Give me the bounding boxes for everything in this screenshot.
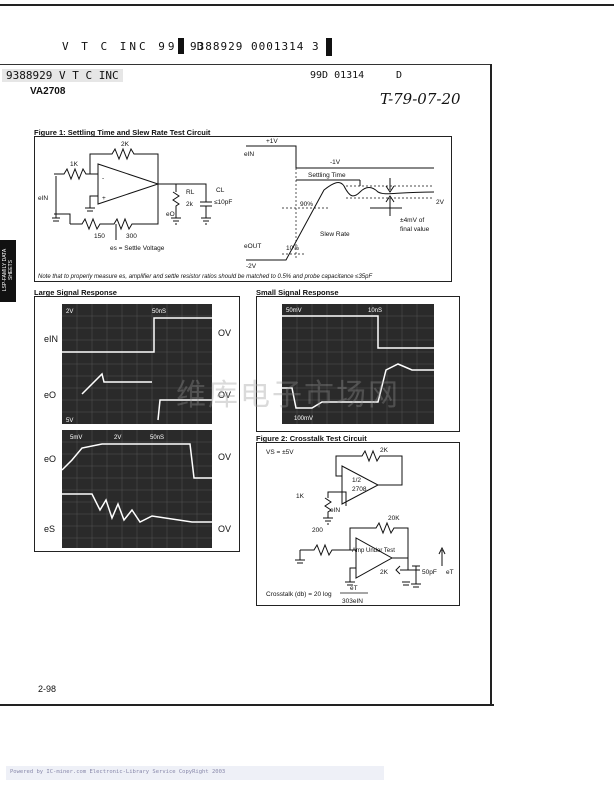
scope2-t2: 2V <box>114 435 121 441</box>
fig2-r20k: 20K <box>388 515 400 522</box>
figure1-diagram: 2K 1K eIN - + RL 2k CL ≤10pF eO 150 300 … <box>38 138 445 280</box>
fig1-r-in: 1K <box>70 161 79 168</box>
svg-text:+: + <box>102 195 106 202</box>
figure1-frame <box>34 136 452 282</box>
scope1-tr: 50nS <box>152 309 166 315</box>
fig2-half: 1/2 <box>352 477 361 484</box>
scope-large-2: 5mV 2V 50nS <box>62 430 212 548</box>
fig1-pct10: 10% <box>286 245 299 252</box>
large-e-in: eIN <box>44 334 59 344</box>
fig1-slew: Slew Rate <box>320 231 350 238</box>
fig2-formula-left: Crosstalk (db) = 20 log <box>266 591 332 598</box>
fig1-e-out: eOUT <box>244 243 261 250</box>
scope2-t3: 50nS <box>150 435 164 441</box>
fig1-note: Note that to properly measure es, amplif… <box>38 274 372 280</box>
fig2-part: 2708 <box>352 486 367 493</box>
fig2-et: eT <box>446 569 454 576</box>
right-border <box>490 64 492 704</box>
header-band <box>0 64 490 65</box>
figure2-frame <box>256 442 460 606</box>
fig1-e-s: es = Settle Voltage <box>110 245 165 252</box>
scope-small: 50mV 10nS 100mV <box>282 304 434 424</box>
watermark: 维库电子市场网 <box>176 379 400 412</box>
header-black-mark <box>178 38 184 54</box>
fig2-formula-num: eT <box>350 585 358 592</box>
large-signal-frame <box>34 296 240 552</box>
figure1-title: Figure 1: Settling Time and Slew Rate Te… <box>34 128 211 137</box>
fig1-e-in-wave: eIN <box>244 151 254 158</box>
footer-rule <box>0 704 494 706</box>
fig2-r2k: 2K <box>380 447 389 454</box>
figure2-title: Figure 2: Crosstalk Test Circuit <box>256 434 367 443</box>
small-t1: 50mV <box>286 308 302 314</box>
large-ov-1: OV <box>218 328 232 338</box>
part-number: VA2708 <box>30 86 66 97</box>
header-second-mid: 99D 01314 <box>310 70 365 81</box>
footer-banner <box>6 766 384 780</box>
fig2-vs: VS = ±5V <box>266 449 294 456</box>
fig1-r150: 150 <box>94 233 105 240</box>
small-signal-frame <box>256 296 460 432</box>
large-e-s: eS <box>44 524 56 534</box>
header-top-code: 9388929 0001314 3 <box>190 40 320 53</box>
small-signal-title: Small Signal Response <box>256 288 339 297</box>
fig1-c-l: CL <box>216 187 225 194</box>
large-ov-3: OV <box>218 452 232 462</box>
figure2-diagram: VS = ±5V 2K 1/2 2708 1K eIN 200 20K Amp … <box>266 447 454 605</box>
fig1-settling: Settling Time <box>308 172 346 179</box>
fig1-minus1v: -1V <box>330 159 341 166</box>
small-b1: 100mV <box>294 416 313 422</box>
svg-text:-: - <box>102 175 104 182</box>
scope-large-1: 2V 50nS 5V <box>62 304 212 424</box>
scope1-bl: 5V <box>66 418 73 424</box>
scope2-t1: 5mV <box>70 435 82 441</box>
side-tab-label: LSP-FAMILY DATA SHEETS <box>2 248 14 292</box>
fig2-r1k: 1K <box>296 493 305 500</box>
fig2-ein: eIN <box>330 507 340 514</box>
footer-copyright: Powered by IC-miner.com Electronic-Libra… <box>10 769 226 775</box>
fig1-r-feedback: 2K <box>121 141 130 148</box>
fig1-pct90: 90% <box>300 201 313 208</box>
large-e-o-2: eO <box>44 454 57 464</box>
page-number: 2-98 <box>38 684 57 694</box>
header-second-right: D <box>396 70 403 81</box>
fig1-r300: 300 <box>126 233 137 240</box>
large-ov-2: OV <box>218 390 232 400</box>
fig1-plus1v: +1V <box>266 138 278 145</box>
fig2-amp: Amp Under Test <box>352 548 395 554</box>
top-rule <box>0 4 614 6</box>
side-tab <box>0 240 16 302</box>
fig2-formula-den: 303eIN <box>342 598 363 605</box>
header-top-line: V T C INC 99D D <box>62 40 207 53</box>
fig1-final: final value <box>400 226 430 233</box>
fig1-pm4mv: ±4mV of <box>400 217 424 224</box>
header-second-left: 9388929 V T C INC <box>2 69 123 82</box>
fig1-two-v: 2V <box>436 199 445 206</box>
fig1-e-in: eIN <box>38 195 48 202</box>
fig1-e-o: eO <box>166 211 175 218</box>
fig1-r-l-val: 2k <box>186 201 194 208</box>
fig2-r2k-load: 2K <box>380 569 389 576</box>
header-black-mark-2 <box>326 38 332 56</box>
scope1-tl: 2V <box>66 309 73 315</box>
handwritten-code: T-79-07-20 <box>380 90 461 108</box>
fig2-r200: 200 <box>312 527 323 534</box>
fig1-c-l-val: ≤10pF <box>214 199 232 206</box>
large-e-o: eO <box>44 390 57 400</box>
small-t2: 10nS <box>368 308 382 314</box>
fig1-r-l: RL <box>186 189 195 196</box>
large-ov-4: OV <box>218 524 232 534</box>
fig2-c50: 50pF <box>422 569 437 576</box>
large-signal-title: Large Signal Response <box>34 288 117 297</box>
fig1-minus2v: -2V <box>246 263 257 270</box>
